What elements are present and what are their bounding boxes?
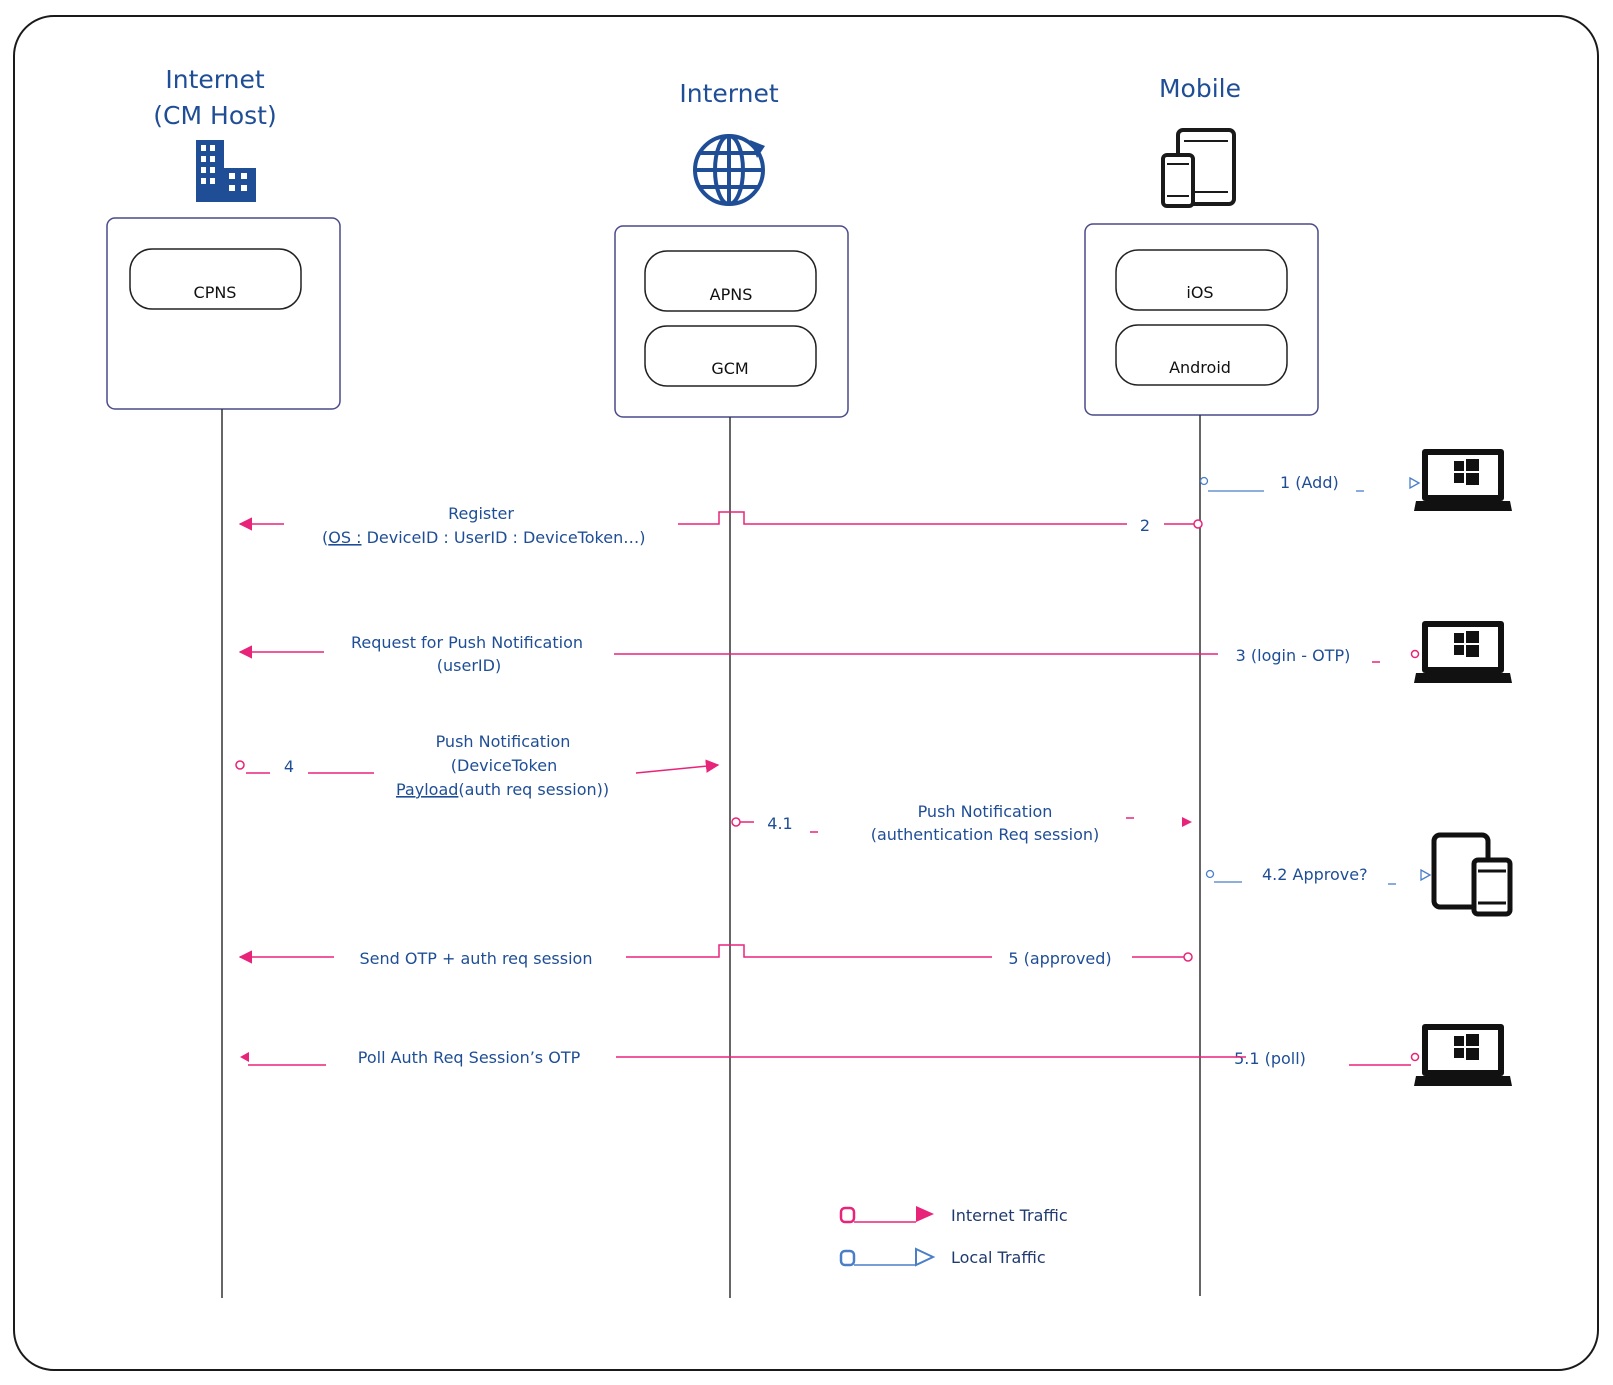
service-ios [1115,249,1288,311]
service-android [1115,324,1288,386]
service-label: Android [1169,358,1231,377]
participant-subtitle: (CM Host) [153,101,276,130]
windows-laptop-icon [1414,621,1512,683]
message-2-register: 2 Register (OS : DeviceID : UserID : Dev… [238,504,1203,547]
office-building-icon [196,140,256,202]
message-label: Register [448,504,514,523]
step-label: 3 (login - OTP) [1236,646,1351,665]
service-label: iOS [1186,283,1213,302]
service-gcm [644,325,817,387]
message-3-request-push: 3 (login - OTP) Request for Push Notific… [238,633,1420,675]
step-label: 4.1 [767,814,792,833]
message-5-approved: 5 (approved) Send OTP + auth req session [238,944,1193,968]
phone-tablet-icon [1161,128,1236,208]
message-label: Request for Push Notification [351,633,583,652]
phone-tablet-icon [1431,832,1513,917]
participant-cm-host: Internet (CM Host) CPNS [106,65,341,410]
message-label-line2: (authentication Req session) [871,825,1100,844]
message-label: Push Notification [436,732,571,751]
message-label-line2: (DeviceToken [451,756,557,775]
step-label: 4.2 Approve? [1262,865,1368,884]
windows-laptop-icon [1414,449,1512,511]
step-label: 1 (Add) [1280,473,1339,492]
step-label: 4 [284,757,294,776]
message-label: Push Notification [918,802,1053,821]
windows-laptop-icon [1414,1024,1512,1086]
message-label-line3: Payload(auth req session)) [396,780,609,799]
service-label: APNS [710,285,753,304]
globe-sync-icon [693,134,765,206]
legend-internet-traffic: Internet Traffic [839,1206,1068,1225]
message-4-1-push-to-mobile: 4.1 Push Notification (authentication Re… [731,802,1192,844]
message-1-add: 1 (Add) [1199,473,1421,492]
message-4-push-notification: 4 Push Notification (DeviceToken Payload… [235,732,720,799]
message-label-line2: (userID) [437,656,501,675]
service-label: CPNS [194,283,237,302]
message-5-1-poll: 5.1 (poll) Poll Auth Req Session’s OTP [240,1048,1420,1068]
participant-box [106,217,341,410]
service-apns [644,250,817,312]
legend-label: Internet Traffic [951,1206,1068,1225]
message-label-line2: (OS : DeviceID : UserID : DeviceToken…) [322,528,645,547]
participant-title: Internet [679,79,778,108]
message-label: Send OTP + auth req session [360,949,593,968]
step-label: 2 [1140,516,1150,535]
message-label: Poll Auth Req Session’s OTP [358,1048,581,1067]
diagram-frame [13,15,1599,1371]
participant-title: Mobile [1159,74,1241,103]
legend: Internet Traffic Local Traffic [839,1206,1068,1267]
step-label: 5 (approved) [1008,949,1111,968]
service-cpns [129,248,302,310]
participant-internet: Internet APNS GCM [614,79,849,418]
participant-mobile: Mobile iOS Android [1084,74,1319,416]
legend-local-traffic: Local Traffic [839,1247,1046,1267]
service-label: GCM [711,359,748,378]
message-4-2-approve: 4.2 Approve? [1205,865,1432,885]
step-label: 5.1 (poll) [1234,1049,1306,1068]
legend-label: Local Traffic [951,1248,1046,1267]
participant-title: Internet [165,65,264,94]
